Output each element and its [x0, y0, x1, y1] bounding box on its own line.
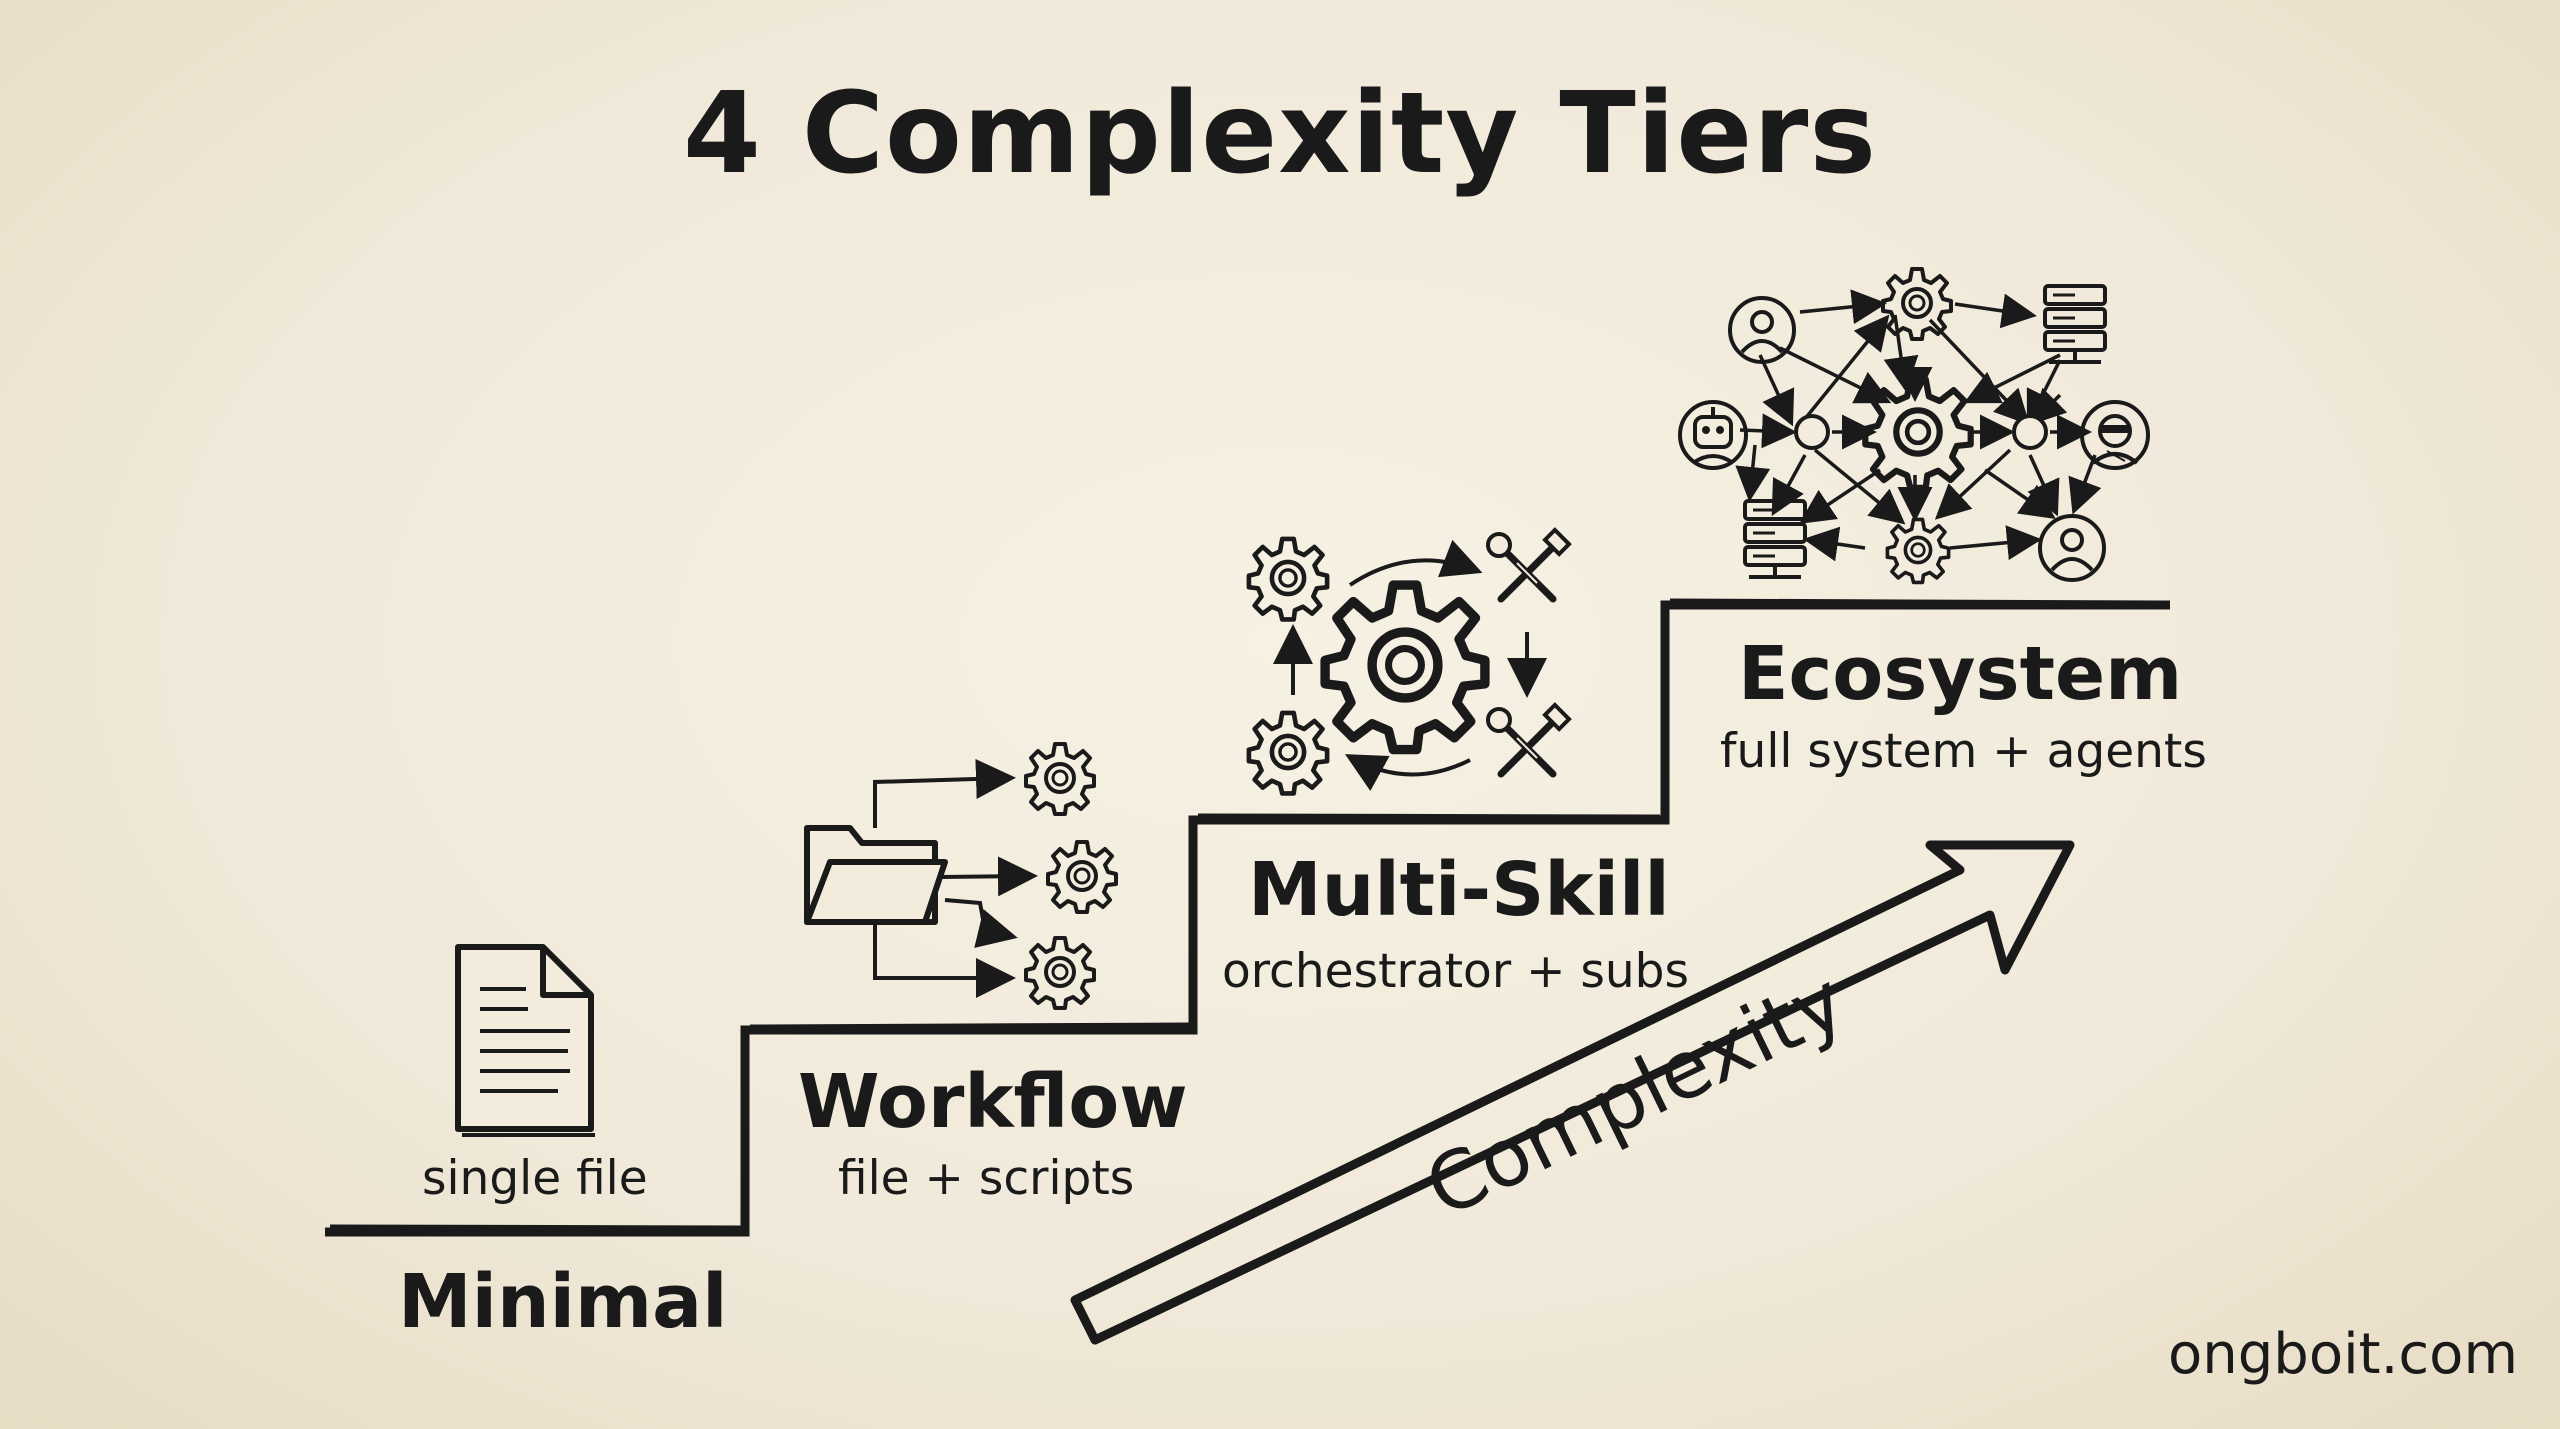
gear-icon: [1325, 585, 1485, 750]
tier-name-workflow: Workflow: [798, 1059, 1188, 1145]
tier-name-minimal: Minimal: [398, 1259, 728, 1345]
page-title: 4 Complexity Tiers: [682, 69, 1878, 199]
gear-icon: [1046, 840, 1118, 914]
tier-description-workflow: file + scripts: [838, 1151, 1135, 1206]
wrench-icon: [1488, 530, 1569, 599]
document-icon: [455, 944, 595, 1137]
gear-icon: [1249, 539, 1327, 620]
folder-icon: [804, 825, 948, 925]
credit-text: ongboit.com: [2167, 1322, 2518, 1387]
complexity-arrow: [1070, 840, 2075, 1345]
tier-description-ecosystem: full system + agents: [1720, 724, 2207, 779]
tier-description-minimal: single file: [422, 1151, 648, 1206]
network-icon: [1678, 267, 2150, 585]
tier-description-multi-skill: orchestrator + subs: [1222, 944, 1689, 999]
tier-name-multi-skill: Multi-Skill: [1248, 847, 1670, 933]
gear-icon: [1024, 742, 1096, 816]
gear-icon: [1249, 713, 1327, 794]
tier-name-ecosystem: Ecosystem: [1738, 631, 2183, 717]
wrench-icon: [1488, 705, 1569, 774]
staircase-line: [325, 600, 2170, 1237]
gear-icon: [1024, 936, 1096, 1010]
